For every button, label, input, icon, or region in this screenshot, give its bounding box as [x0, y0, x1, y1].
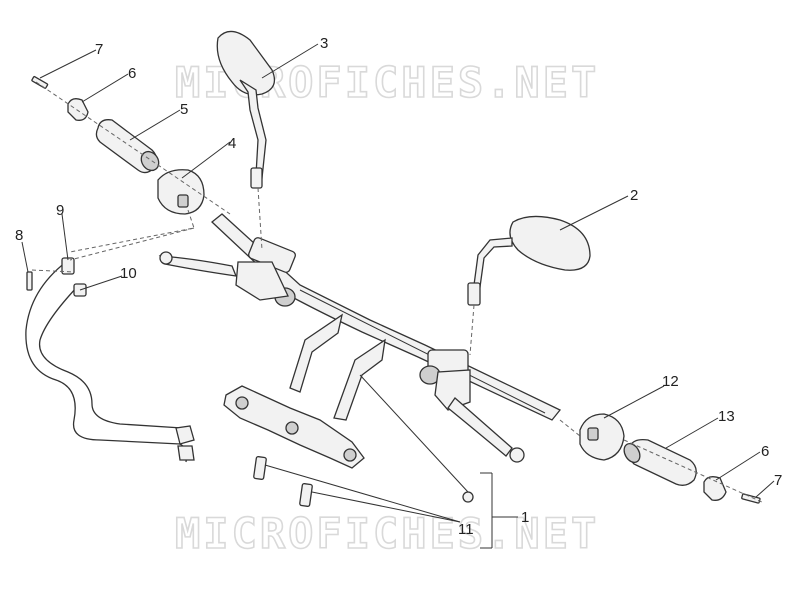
left-grip	[95, 119, 160, 174]
callout-2: 2	[630, 187, 638, 204]
left-master-cylinder	[158, 237, 296, 307]
left-bar-end-screw	[31, 75, 49, 89]
clutch-cables	[25, 257, 195, 463]
callout-8: 8	[15, 227, 23, 244]
callout-labels: 1 2 3 4 5 6 6 7 7 8 9 10 11 12 13	[15, 35, 782, 538]
callout-6-right: 6	[761, 443, 769, 460]
callout-10: 10	[120, 265, 137, 282]
risers	[289, 313, 386, 421]
assembly-lines	[31, 81, 765, 504]
callout-12: 12	[662, 373, 679, 390]
leader-lines	[21, 43, 775, 549]
right-master-cylinder	[419, 349, 525, 463]
callout-1: 1	[521, 509, 529, 526]
right-grip	[623, 438, 697, 486]
watermark-bottom: MICROFICHES.NET	[175, 509, 599, 558]
callout-9: 9	[56, 202, 64, 219]
left-mirror	[216, 30, 276, 189]
callout-6-left: 6	[128, 65, 136, 82]
clamp-screw	[26, 271, 33, 291]
clamp-bolts	[253, 456, 313, 507]
right-switch-housing	[579, 413, 625, 461]
handlebar	[211, 213, 562, 421]
handlebar-clamp-plate	[223, 385, 365, 469]
callout-7-left: 7	[95, 41, 103, 58]
left-switch-housing	[157, 169, 205, 215]
callout-4: 4	[228, 135, 236, 152]
callout-7-right: 7	[774, 472, 782, 489]
right-bar-end	[703, 476, 727, 501]
right-mirror	[467, 215, 591, 306]
callout-3: 3	[320, 35, 328, 52]
callout-5: 5	[180, 101, 188, 118]
left-bar-end	[67, 98, 89, 121]
washer	[462, 491, 474, 503]
callout-13: 13	[718, 408, 735, 425]
callout-11: 11	[458, 521, 474, 538]
